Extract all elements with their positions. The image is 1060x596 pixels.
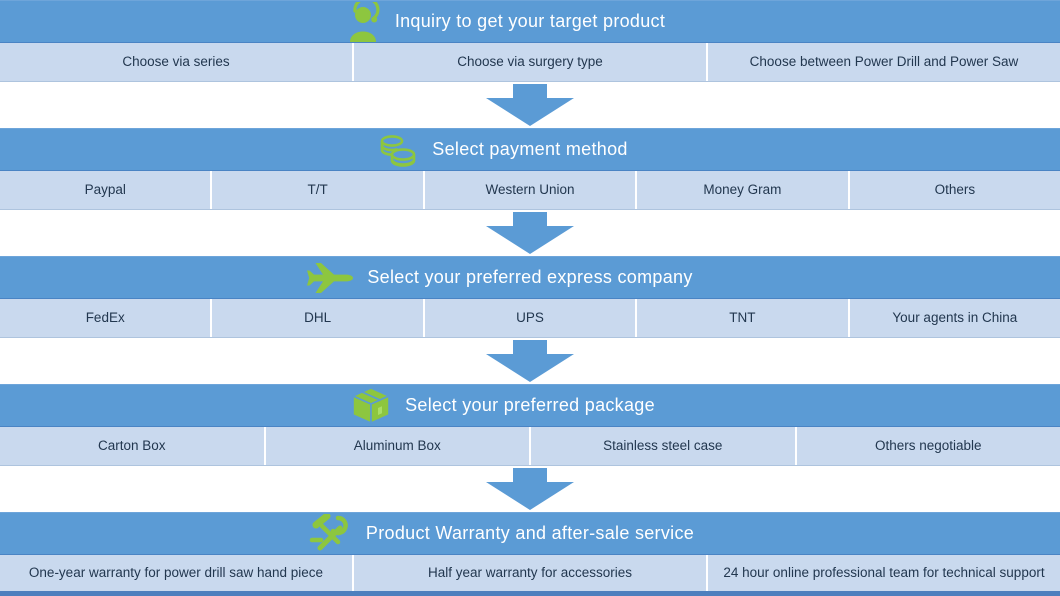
option-cell: FedEx bbox=[0, 299, 211, 337]
options-row: Choose via series Choose via surgery type… bbox=[0, 43, 1060, 82]
option-cell: Your agents in China bbox=[849, 299, 1060, 337]
option-label: Others negotiable bbox=[874, 437, 982, 453]
step-title: Select your preferred express company bbox=[367, 267, 693, 287]
step-header: Select your preferred package bbox=[0, 384, 1060, 427]
option-cell: Half year warranty for accessories bbox=[354, 555, 706, 591]
step-title: Inquiry to get your target product bbox=[394, 11, 666, 31]
option-label: Stainless steel case bbox=[603, 437, 723, 453]
option-cell: Paypal bbox=[0, 171, 211, 209]
option-label: UPS bbox=[516, 309, 544, 325]
flow-connector bbox=[0, 338, 1060, 384]
option-cell: T/T bbox=[212, 171, 423, 209]
option-label: 24 hour online professional team for tec… bbox=[723, 564, 1045, 580]
option-cell: UPS bbox=[424, 299, 636, 337]
coins-icon bbox=[378, 132, 418, 168]
flow-connector bbox=[0, 82, 1060, 128]
option-label: Paypal bbox=[84, 181, 126, 197]
step-title-group: Select your preferred package bbox=[351, 386, 655, 424]
tools-icon bbox=[308, 513, 352, 554]
option-label: Half year warranty for accessories bbox=[427, 564, 633, 580]
down-arrow-icon bbox=[486, 468, 574, 510]
option-cell: One-year warranty for power drill saw ha… bbox=[0, 555, 352, 591]
step-title: Product Warranty and after-sale service bbox=[365, 523, 695, 543]
option-label: Your agents in China bbox=[892, 309, 1018, 325]
option-cell: DHL bbox=[212, 299, 423, 337]
option-label: One-year warranty for power drill saw ha… bbox=[28, 564, 324, 580]
flow-connector bbox=[0, 466, 1060, 512]
option-cell: Money Gram bbox=[637, 171, 848, 209]
option-cell: 24 hour online professional team for tec… bbox=[708, 555, 1060, 591]
option-label: Carton Box bbox=[97, 437, 166, 453]
option-cell: Choose via surgery type bbox=[354, 43, 706, 81]
step-header: Select your preferred express company bbox=[0, 256, 1060, 299]
option-cell: Carton Box bbox=[0, 427, 264, 465]
option-cell: Others negotiable bbox=[796, 427, 1060, 465]
step-header: Select payment method bbox=[0, 128, 1060, 171]
option-label: DHL bbox=[304, 309, 332, 325]
option-label: Choose via surgery type bbox=[457, 53, 603, 69]
option-label: Choose between Power Drill and Power Saw bbox=[749, 53, 1019, 69]
options-row: Carton Box Aluminum Box Stainless steel ca… bbox=[0, 427, 1060, 466]
down-arrow-icon bbox=[486, 340, 574, 382]
option-label: Money Gram bbox=[703, 181, 782, 197]
step-title-group: Inquiry to get your target product bbox=[349, 1, 666, 42]
option-label: TNT bbox=[729, 309, 756, 325]
step-header: Inquiry to get your target product bbox=[0, 0, 1060, 43]
step-title: Select payment method bbox=[432, 139, 628, 159]
down-arrow-icon bbox=[486, 212, 574, 254]
option-label: Aluminum Box bbox=[353, 437, 441, 453]
option-label: T/T bbox=[307, 181, 328, 197]
option-label: Western Union bbox=[485, 181, 575, 197]
airplane-icon bbox=[307, 260, 354, 296]
option-cell: Aluminum Box bbox=[265, 427, 529, 465]
option-label: FedEx bbox=[85, 309, 125, 325]
option-cell: Stainless steel case bbox=[531, 427, 795, 465]
support-agent-icon bbox=[348, 1, 381, 42]
step-title-group: Select payment method bbox=[380, 134, 628, 167]
option-cell: Choose via series bbox=[0, 43, 352, 81]
option-cell: Others bbox=[849, 171, 1060, 209]
flow-connector bbox=[0, 210, 1060, 256]
option-label: Others bbox=[934, 181, 976, 197]
step-title-group: Select your preferred express company bbox=[307, 262, 693, 293]
package-icon bbox=[351, 386, 392, 425]
options-row: Paypal T/T Western Union Money Gram Others bbox=[0, 171, 1060, 210]
option-label: Choose via series bbox=[122, 53, 230, 69]
option-cell: Choose between Power Drill and Power Saw bbox=[708, 43, 1060, 81]
options-row: One-year warranty for power drill saw ha… bbox=[0, 555, 1060, 596]
options-row: FedEx DHL UPS TNT Your agents in China bbox=[0, 299, 1060, 338]
step-title: Select your preferred package bbox=[405, 395, 655, 415]
down-arrow-icon bbox=[486, 84, 574, 126]
step-header: Product Warranty and after-sale service bbox=[0, 512, 1060, 555]
option-cell: Western Union bbox=[424, 171, 636, 209]
option-cell: TNT bbox=[637, 299, 848, 337]
step-title-group: Product Warranty and after-sale service bbox=[309, 513, 695, 550]
